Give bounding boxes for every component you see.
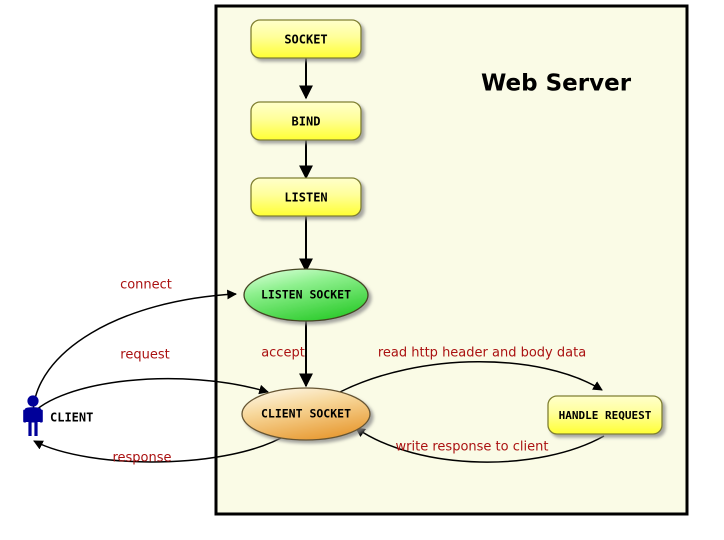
edge-write-response — [355, 427, 605, 463]
node-client-socket-label: CLIENT SOCKET — [261, 407, 351, 421]
actor-client[interactable]: CLIENT — [23, 395, 93, 436]
node-listen-socket[interactable]: LISTEN SOCKET — [243, 268, 369, 322]
node-socket[interactable]: SOCKET — [250, 19, 362, 59]
node-client-socket[interactable]: CLIENT SOCKET — [241, 387, 371, 441]
node-handle-request[interactable]: HANDLE REQUEST — [547, 395, 663, 435]
edge-label-response: response — [112, 451, 171, 466]
edge-label-request: request — [120, 348, 169, 363]
edge-label-connect: connect — [120, 278, 172, 293]
edge-response — [33, 433, 289, 463]
edge-label-accept: accept — [261, 346, 305, 361]
edge-label-write-response: write response to client — [396, 440, 549, 455]
edge-read-request — [339, 361, 603, 393]
node-bind[interactable]: BIND — [250, 101, 362, 141]
edge-request — [29, 377, 269, 417]
node-socket-label: SOCKET — [284, 33, 327, 47]
person-icon — [23, 395, 43, 436]
edge-connect — [32, 289, 237, 415]
node-listen-socket-label: LISTEN SOCKET — [261, 288, 351, 302]
node-listen-label: LISTEN — [284, 191, 327, 205]
page-title: Web Server — [481, 71, 632, 97]
edge-label-read-http: read http header and body data — [378, 346, 586, 361]
actor-client-label: CLIENT — [50, 411, 93, 425]
node-listen[interactable]: LISTEN — [250, 177, 362, 217]
node-handle-request-label: HANDLE REQUEST — [559, 409, 652, 422]
node-bind-label: BIND — [292, 115, 321, 129]
